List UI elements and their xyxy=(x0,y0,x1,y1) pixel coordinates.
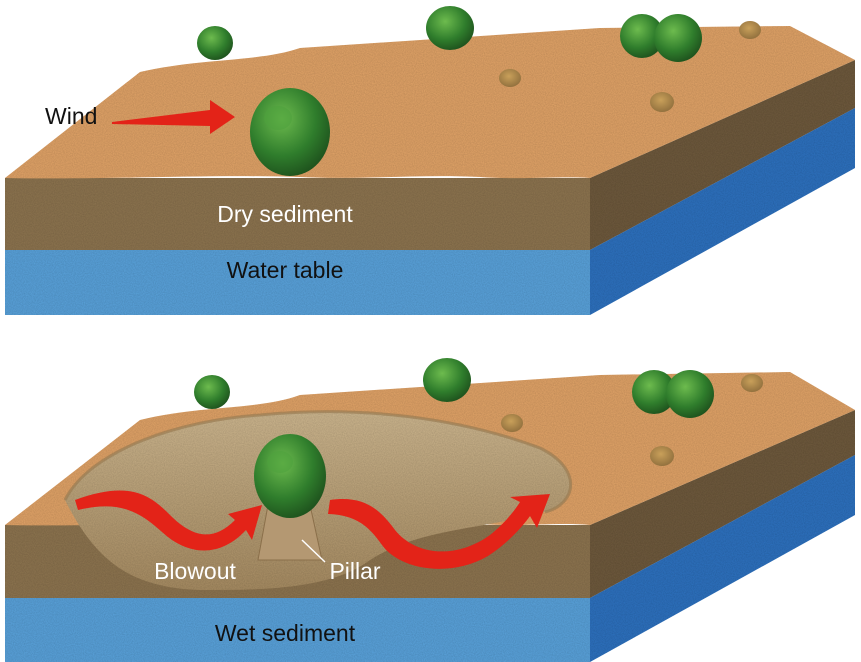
top-shrubs xyxy=(197,6,761,176)
shrub-icon xyxy=(499,69,521,87)
top-water-side xyxy=(590,108,855,315)
shrub-icon xyxy=(741,374,763,392)
top-water-front xyxy=(5,250,590,315)
shrub-icon xyxy=(254,434,326,518)
water-table-label: Water table xyxy=(227,257,344,283)
dry-sediment-label: Dry sediment xyxy=(217,201,353,227)
pillar-label: Pillar xyxy=(329,558,380,584)
bottom-water-side xyxy=(590,455,855,662)
shrub-icon xyxy=(620,14,702,62)
shrub-icon xyxy=(650,92,674,112)
blowout-label: Blowout xyxy=(154,558,236,584)
top-block xyxy=(5,26,855,315)
shrub-icon xyxy=(197,26,233,60)
blowout-arrow-icon xyxy=(75,490,262,551)
top-sediment-front xyxy=(5,178,590,250)
bottom-shrubs xyxy=(194,358,763,518)
shrub-icon xyxy=(423,358,471,402)
bottom-sediment-side xyxy=(590,410,855,598)
shrub-icon xyxy=(739,21,761,39)
pillar-pointer xyxy=(301,539,326,563)
bottom-water-front xyxy=(5,598,590,662)
shrub-icon xyxy=(650,446,674,466)
shrub-icon xyxy=(250,88,330,176)
wind-arrow-icon xyxy=(112,100,235,134)
shrub-icon xyxy=(426,6,474,50)
wind-label: Wind xyxy=(45,103,97,129)
top-surface xyxy=(5,26,855,179)
top-sediment-side xyxy=(590,60,855,250)
wet-sediment-label: Wet sediment xyxy=(215,620,356,646)
shrub-icon xyxy=(632,370,714,418)
bottom-block xyxy=(5,372,855,662)
blowout-rim xyxy=(63,410,573,514)
shrub-icon xyxy=(501,414,523,432)
shrub-icon xyxy=(194,375,230,409)
blowout-arrow-icon xyxy=(328,494,550,569)
